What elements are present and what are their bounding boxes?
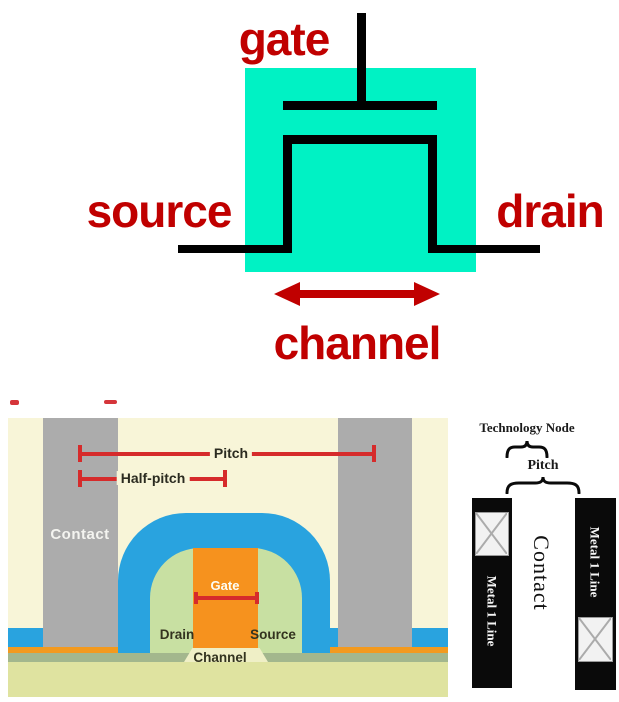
channel-length-arrow-icon (274, 282, 440, 306)
drain-region-label: Drain (159, 627, 195, 642)
channel-label: channel (273, 317, 442, 369)
channel-region-label: Channel (193, 650, 247, 665)
technology-node-brace-icon (505, 440, 549, 458)
technology-node-label: Technology Node (479, 420, 575, 435)
pitch-tick-left (78, 445, 82, 462)
gate-length-tick-right (255, 592, 259, 604)
pitch-label: Pitch (209, 446, 253, 460)
drain-label: drain (496, 185, 604, 237)
gate-terminal-line (357, 13, 366, 110)
source-region-label: Source (250, 627, 296, 642)
channel-top-line (283, 135, 437, 144)
gate-label: gate (238, 13, 331, 65)
metal1-line-label-right: Metal 1 Line (587, 526, 603, 598)
half-pitch-tick-left (78, 470, 82, 487)
via-contact-box-left (475, 512, 509, 556)
gate-electrode-line (283, 101, 437, 110)
via-x-icon (578, 617, 612, 661)
via-contact-box-right (578, 617, 613, 662)
gate-region-label: Gate (210, 578, 240, 593)
substrate-band (8, 662, 448, 697)
pitch-label-node-diagram: Pitch (527, 458, 559, 473)
transistor-cross-section-panel: Pitch Half-pitch Contact Gate Drain Sour… (8, 418, 448, 697)
half-pitch-label: Half-pitch (116, 471, 190, 485)
gate-length-dimension-line (195, 596, 257, 600)
channel-region (184, 648, 268, 662)
pitch-tick-right (372, 445, 376, 462)
via-x-icon (475, 512, 508, 555)
source-label: source (86, 185, 233, 237)
contact-label: Contact (50, 526, 110, 543)
source-lead-line (178, 245, 292, 253)
metal1-line-label-left: Metal 1 Line (484, 575, 500, 647)
stray-red-mark (104, 400, 117, 404)
mosfet-schematic: gate source drain channel (86, 13, 605, 369)
half-pitch-tick-right (223, 470, 227, 487)
gate-length-tick-left (194, 592, 198, 604)
drain-step-line (428, 135, 437, 253)
stray-red-mark (10, 400, 19, 405)
drain-lead-line (428, 245, 540, 253)
contact-gap-label: Contact (529, 535, 554, 611)
pitch-brace-icon (505, 476, 581, 494)
source-step-line (283, 135, 292, 253)
